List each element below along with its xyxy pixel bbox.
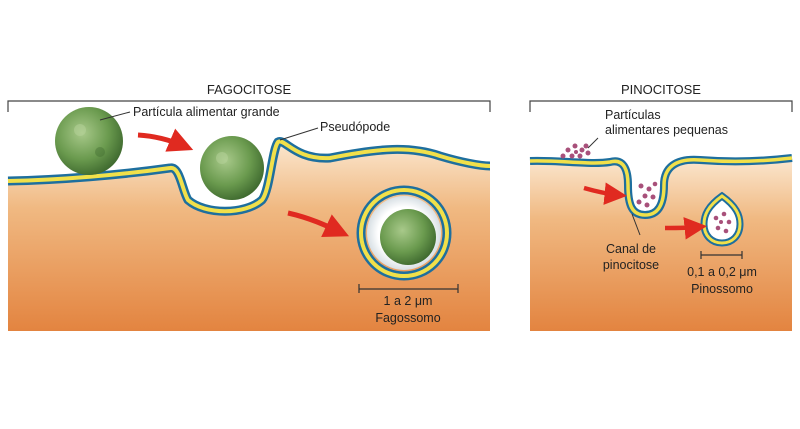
large-food-particle [55, 107, 123, 175]
pinocytosis-arrow-2 [664, 217, 707, 240]
small-particles-label-line1: Partículas [605, 108, 661, 122]
phagocytosis-arrow-1 [137, 128, 194, 152]
phagocytosis-arrow-2 [287, 210, 350, 237]
large-particle-leader [99, 111, 131, 121]
pinosome-scale-bar [700, 251, 743, 259]
phagocytosis-title: FAGOCITOSE [207, 82, 292, 97]
pseudopod-leader [279, 127, 319, 141]
phagocytosis-cytoplasm [8, 141, 490, 331]
small-particles-cluster [560, 143, 591, 159]
phagosome-label: Fagossomo [375, 311, 440, 325]
phagocytosis-bracket [7, 100, 491, 112]
large-particle-label: Partícula alimentar grande [133, 105, 280, 119]
channel-leader [631, 213, 641, 236]
pinocytosis-bracket [529, 100, 793, 112]
channel-label-line1: Canal de [606, 242, 656, 256]
small-particles-label-line2: alimentares pequenas [605, 123, 728, 137]
pinosome-scale-label: 0,1 a 0,2 μm [687, 265, 757, 279]
phagosome-scale-label: 1 a 2 μm [384, 294, 433, 308]
engulfed-particle [200, 136, 264, 200]
channel-particles [636, 181, 658, 208]
channel-label-line2: pinocitose [603, 258, 659, 272]
pinosome-label: Pinossomo [691, 282, 753, 296]
pseudopod-label: Pseudópode [320, 120, 390, 134]
pinocytosis-title: PINOCITOSE [621, 82, 701, 97]
phagosome [356, 185, 452, 281]
pinosome [700, 191, 744, 247]
phagocytosis-panel: FAGOCITOSE [7, 82, 491, 331]
phagocytosis-membrane-inner [7, 139, 491, 214]
small-particles-leader [587, 137, 599, 149]
pinocytosis-panel: PINOCITOSE [529, 82, 793, 331]
pinocytosis-membrane-inner [529, 156, 793, 217]
phagosome-scale-bar [358, 284, 459, 293]
pinocytosis-arrow-1 [583, 182, 627, 205]
